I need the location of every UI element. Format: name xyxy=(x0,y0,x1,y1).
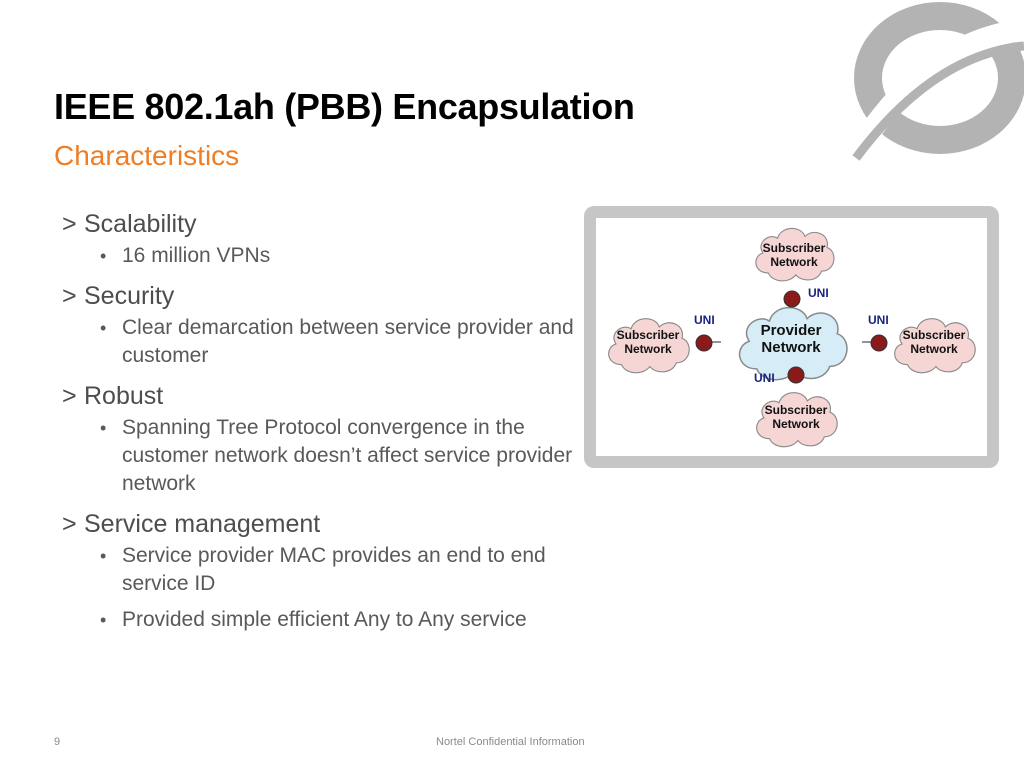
provider-label: Provider xyxy=(761,322,822,339)
subscriber-label: Subscriber xyxy=(903,328,966,342)
subscriber-label: Network xyxy=(910,342,958,356)
subscriber-network-cloud-bottom: Subscriber Network xyxy=(756,392,838,448)
section-robust: > Robust Spanning Tree Protocol converge… xyxy=(62,380,602,498)
subscriber-label: Subscriber xyxy=(763,241,826,255)
section-service-management: > Service management Service provider MA… xyxy=(62,508,602,634)
slide-subtitle: Characteristics xyxy=(54,140,240,171)
bullet-list: 16 million VPNs xyxy=(62,242,602,270)
provider-network-cloud: Provider Network xyxy=(738,306,848,381)
uni-node-right xyxy=(870,334,888,352)
uni-node-bottom xyxy=(787,366,805,384)
subscriber-label: Subscriber xyxy=(617,328,680,342)
subscriber-label: Network xyxy=(772,417,820,431)
subscriber-label: Subscriber xyxy=(765,403,828,417)
bullet-item: Provided simple efficient Any to Any ser… xyxy=(98,606,602,634)
slide-title: IEEE 802.1ah (PBB) Encapsulation xyxy=(54,86,635,127)
network-diagram: Provider Network Subscriber Network Subs… xyxy=(608,227,976,448)
gt-marker: > xyxy=(62,210,77,238)
subscriber-network-cloud-left: Subscriber Network xyxy=(608,318,690,374)
bullet-list: Service provider MAC provides an end to … xyxy=(62,542,602,634)
page-number: 9 xyxy=(54,736,61,748)
section-heading: Robust xyxy=(84,382,164,410)
section-scalability: > Scalability 16 million VPNs xyxy=(62,208,602,270)
bullet-list: Clear demarcation between service provid… xyxy=(62,314,602,370)
gt-marker: > xyxy=(62,382,77,410)
section-heading: Security xyxy=(84,282,175,310)
section-security: > Security Clear demarcation between ser… xyxy=(62,280,602,370)
bullet-content: > Scalability 16 million VPNs > Security… xyxy=(62,208,602,644)
uni-label-right: UNI xyxy=(868,313,889,327)
section-heading: Scalability xyxy=(84,210,197,238)
uni-label-top: UNI xyxy=(808,286,829,300)
subscriber-network-cloud-right: Subscriber Network xyxy=(894,318,976,374)
uni-label-left: UNI xyxy=(694,313,715,327)
bullet-item: Clear demarcation between service provid… xyxy=(98,314,602,370)
bullet-list: Spanning Tree Protocol convergence in th… xyxy=(62,414,602,498)
bullet-item: Service provider MAC provides an end to … xyxy=(98,542,602,598)
gt-marker: > xyxy=(62,510,77,538)
subscriber-label: Network xyxy=(770,255,818,269)
uni-node-left xyxy=(695,334,713,352)
bullet-item: Spanning Tree Protocol convergence in th… xyxy=(98,414,602,498)
subscriber-network-cloud-top: Subscriber Network xyxy=(755,227,835,282)
network-diagram-frame: Provider Network Subscriber Network Subs… xyxy=(584,206,999,468)
uni-label-bottom: UNI xyxy=(754,371,775,385)
nortel-globe-logo xyxy=(848,2,1024,161)
uni-node-top xyxy=(783,290,801,308)
subscriber-label: Network xyxy=(624,342,672,356)
bullet-item: 16 million VPNs xyxy=(98,242,602,270)
provider-label: Network xyxy=(761,339,821,356)
gt-marker: > xyxy=(62,282,77,310)
section-heading: Service management xyxy=(84,510,321,538)
confidential-notice: Nortel Confidential Information xyxy=(436,736,585,748)
